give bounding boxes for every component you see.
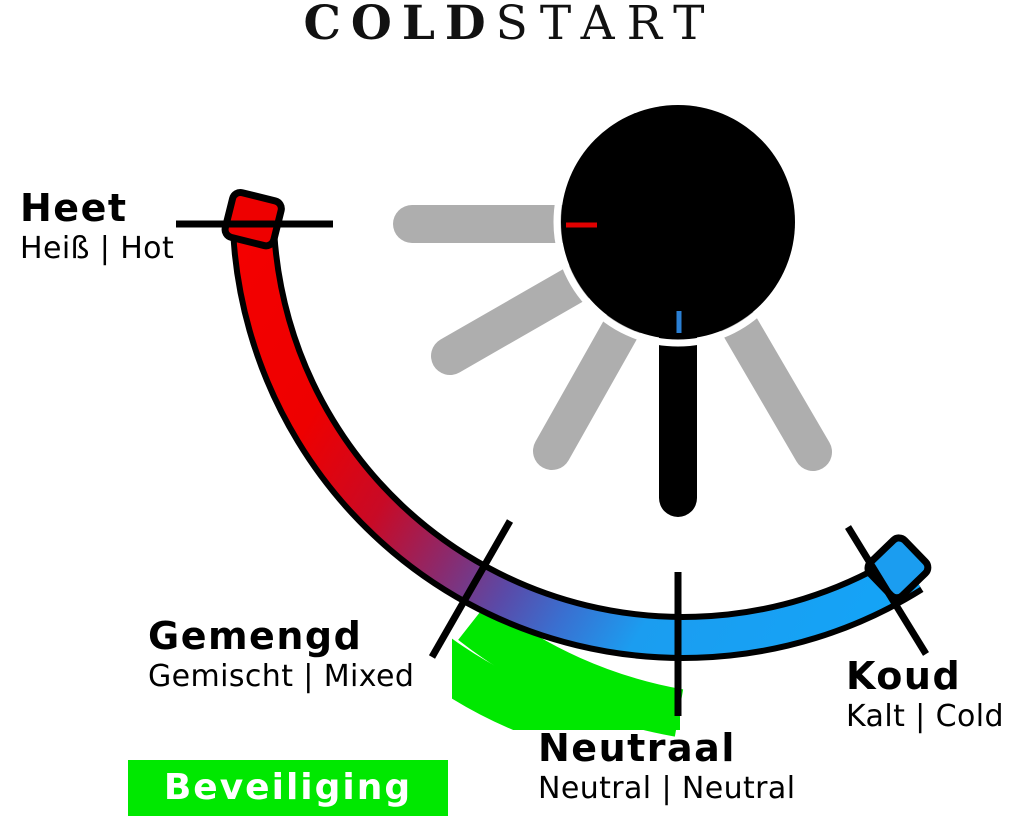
label-heet-sub: Heiß | Hot <box>20 231 175 266</box>
page-title: COLDSTART <box>0 0 1020 54</box>
safety-badge-label: Beveiliging <box>163 767 413 808</box>
label-heet-main: Heet <box>20 186 128 230</box>
gauge-arc-group <box>229 214 924 661</box>
tick-gemengd <box>428 519 514 659</box>
knob-ring <box>553 97 803 347</box>
tick-koud <box>845 525 929 656</box>
label-koud: Koud Kalt | Cold <box>846 654 1004 736</box>
label-neutraal-main: Neutraal <box>538 726 736 770</box>
label-gemengd: Gemengd Gemischt | Mixed <box>148 614 414 696</box>
title-thin-part: START <box>495 0 717 51</box>
label-heet: Heet Heiß | Hot <box>20 186 174 268</box>
safety-band-segment <box>458 601 684 737</box>
label-koud-main: Koud <box>846 654 962 698</box>
safety-band <box>452 638 680 730</box>
label-gemengd-main: Gemengd <box>148 614 363 658</box>
label-koud-sub: Kalt | Cold <box>846 699 1004 734</box>
safety-badge: Beveiliging <box>128 760 448 816</box>
title-bold-part: COLD <box>303 0 496 51</box>
label-gemengd-sub: Gemischt | Mixed <box>148 659 415 694</box>
arc-hot-cap <box>221 188 285 250</box>
knob[interactable] <box>561 105 795 339</box>
label-neutraal-sub: Neutral | Neutral <box>538 771 796 806</box>
label-neutraal: Neutraal Neutral | Neutral <box>538 726 795 808</box>
